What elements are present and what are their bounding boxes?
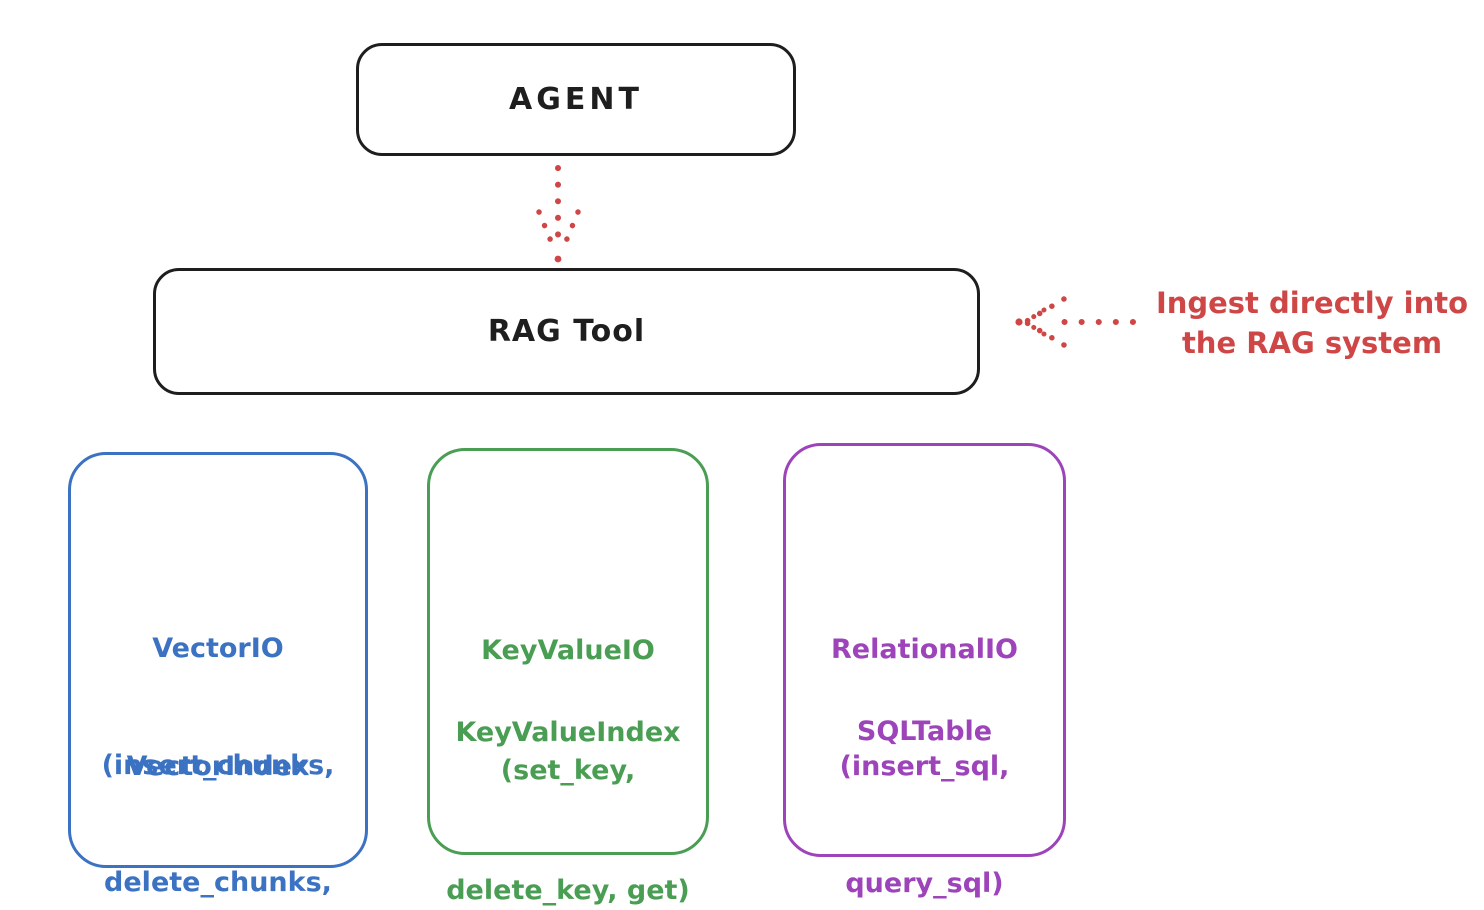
relational-io-node: RelationalIO (insert_sql, query_sql) SQL… (783, 443, 1066, 899)
keyvalue-index-label: KeyValueIndex (455, 717, 681, 748)
relational-io-line: (insert_sql, (839, 751, 1010, 782)
keyvalue-io-line: delete_key, get) (446, 875, 690, 906)
relational-io-line: RelationalIO (831, 634, 1018, 665)
relational-index-label: SQLTable (856, 716, 993, 747)
keyvalue-io-node: KeyValueIO (set_key, delete_key, get) Ke… (427, 448, 709, 906)
agent-node: AGENT (356, 43, 796, 156)
ingest-annotation-line1: Ingest directly into (1155, 286, 1469, 320)
agent-label: AGENT (509, 82, 643, 117)
annotation-to-ragtool-arrow-icon (1015, 296, 1136, 348)
keyvalue-io-label: KeyValueIO (set_key, delete_key, get) (430, 551, 706, 910)
agent-to-ragtool-arrow-icon (536, 165, 581, 263)
vector-io-line: (insert_chunks, (101, 750, 335, 781)
vector-index-label: VectorIndex (126, 751, 310, 782)
ingest-annotation-line2: the RAG system (1181, 326, 1443, 360)
ingest-annotation: Ingest directly into the RAG system (1140, 283, 1484, 363)
rag-tool-node: RAG Tool (153, 268, 980, 395)
vector-io-line: delete_chunks, (104, 867, 332, 898)
vector-io-line: VectorIO (152, 633, 284, 664)
relational-io-label: RelationalIO (insert_sql, query_sql) (786, 552, 1063, 910)
keyvalue-io-line: KeyValueIO (481, 635, 655, 666)
relational-io-line: query_sql) (845, 868, 1004, 899)
vector-io-node: VectorIO (insert_chunks, delete_chunks, … (68, 452, 368, 898)
keyvalue-io-line: (set_key, (500, 755, 636, 786)
rag-tool-label: RAG Tool (487, 314, 646, 349)
vector-io-label: VectorIO (insert_chunks, delete_chunks, … (71, 551, 365, 910)
